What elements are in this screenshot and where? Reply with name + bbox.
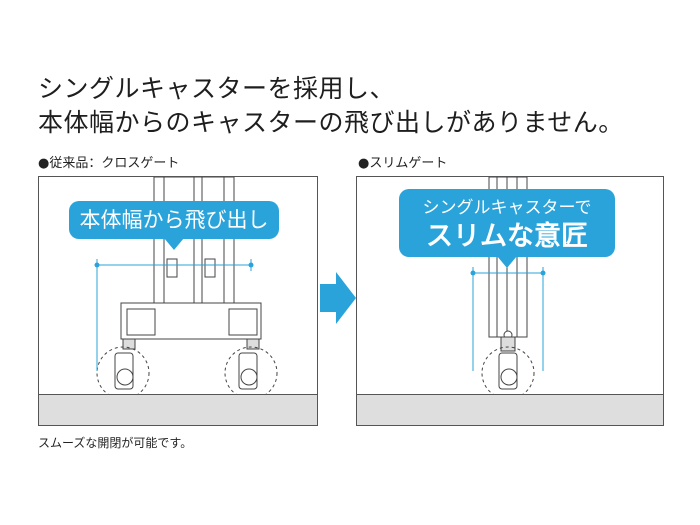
headline-line-1: シングルキャスターを採用し、 bbox=[38, 74, 396, 103]
callout-slim-design: シングルキャスターで スリムな意匠 bbox=[399, 189, 615, 268]
panel-slim: シングルキャスターで スリムな意匠 bbox=[356, 176, 664, 426]
footnote: スムーズな開閉が可能です。 bbox=[38, 436, 193, 450]
panel-conventional: 本体幅から飛び出し bbox=[38, 176, 318, 426]
callout-slim-line-2: スリムな意匠 bbox=[426, 221, 588, 252]
panel-label-slim: ●スリムゲート bbox=[358, 156, 448, 171]
callout-protrusion: 本体幅から飛び出し bbox=[69, 201, 279, 250]
arrow-right-icon bbox=[320, 272, 356, 324]
callout-slim-line-1: シングルキャスターで bbox=[422, 198, 592, 218]
headline: シングルキャスターを採用し、 本体幅からのキャスターの飛び出しがありません。 bbox=[38, 72, 678, 140]
floor-conventional bbox=[39, 394, 317, 425]
headline-line-2: 本体幅からのキャスターの飛び出しがありません。 bbox=[38, 108, 624, 137]
floor-slim bbox=[357, 394, 663, 425]
panel-label-conventional: ●従来品：クロスゲート bbox=[38, 156, 180, 171]
